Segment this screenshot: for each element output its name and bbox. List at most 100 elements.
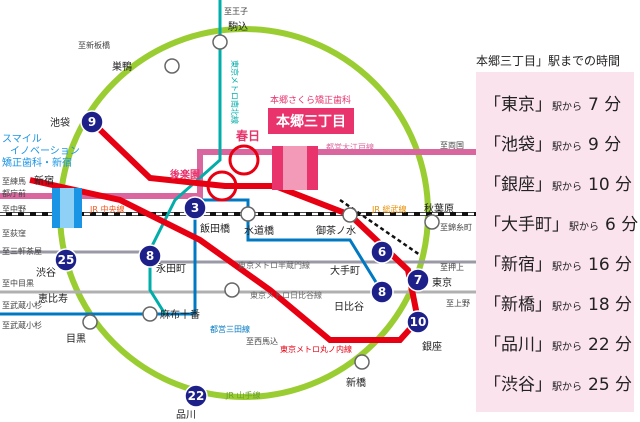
other-clinic-line2: イノベーション bbox=[10, 145, 80, 157]
station-nagatacho: 永田町 bbox=[156, 262, 186, 275]
badge-number-hibiya: 8 bbox=[378, 285, 386, 299]
line-label-chuo: JR 中央線 bbox=[89, 204, 124, 214]
badge-number-ikebukuro: 9 bbox=[88, 115, 96, 129]
dir-kinshicho: 至錦糸町 bbox=[440, 222, 472, 232]
badge-otemachi bbox=[370, 240, 394, 264]
dir-tochomae: 都庁前 bbox=[2, 188, 26, 198]
dir-ogikubo: 至荻窪 bbox=[2, 228, 26, 238]
badge-number-shinagawa: 22 bbox=[188, 389, 205, 403]
hanzomon-dot bbox=[224, 282, 240, 298]
line-label-marunouchi: 東京メトロ丸ノ内線 bbox=[280, 344, 352, 354]
station-iidabashi: 飯田橋 bbox=[200, 222, 230, 235]
clinic-label-box bbox=[268, 108, 354, 134]
time-row: 「東京」駅から 7 分 bbox=[484, 90, 621, 120]
time-station: 「大手町」 bbox=[484, 215, 569, 235]
line-label-hanzomon: 東京メトロ半蔵門線 bbox=[238, 260, 310, 270]
badge-number-tokyo: 7 bbox=[414, 273, 422, 287]
station-shimbashi: 新橋 bbox=[346, 376, 366, 389]
dir-musashikosugi1: 至武蔵小杉 bbox=[2, 300, 42, 310]
badge-number-ginza: 10 bbox=[410, 315, 427, 329]
station-ochanomizu: 御茶ノ水 bbox=[316, 224, 356, 237]
station-akihabara: 秋葉原 bbox=[424, 202, 454, 215]
time-station: 「新宿」 bbox=[484, 255, 552, 275]
station-suidobashi: 水道橋 bbox=[244, 224, 274, 237]
dir-oshiage: 至押上 bbox=[440, 262, 464, 272]
dir-nerima: 至練馬 bbox=[2, 176, 26, 186]
badge-number-iidabashi: 3 bbox=[191, 201, 199, 215]
line-label-yamanote: JR 山手線 bbox=[225, 390, 260, 400]
time-minutes: 16 分 bbox=[588, 255, 633, 275]
station-otemachi: 大手町 bbox=[330, 264, 360, 277]
time-minutes: 25 分 bbox=[588, 375, 633, 395]
line-label-sobu: JR 総武線 bbox=[371, 204, 406, 214]
time-station: 「東京」 bbox=[484, 95, 552, 115]
time-kara: 駅から bbox=[569, 222, 599, 233]
station-komagome: 駒込 bbox=[228, 21, 248, 33]
other-clinic-line3: 矯正歯科・新宿 bbox=[2, 156, 72, 169]
time-station: 「池袋」 bbox=[484, 135, 552, 155]
station-shinagawa: 品川 bbox=[176, 409, 196, 421]
station-hibiya: 日比谷 bbox=[334, 301, 364, 313]
station-korakuen: 後楽園 bbox=[170, 168, 200, 181]
time-station: 「渋谷」 bbox=[484, 375, 552, 395]
suidobashi-dot bbox=[240, 206, 256, 222]
dir-nakameguro: 至中目黒 bbox=[2, 278, 34, 288]
station-meguro: 目黒 bbox=[66, 333, 86, 345]
badge-ginza bbox=[406, 310, 430, 334]
time-minutes: 9 分 bbox=[588, 135, 622, 155]
time-row: 「池袋」駅から 9 分 bbox=[484, 130, 621, 160]
badge-tokyo bbox=[406, 268, 430, 292]
line-label-mita: 都営三田線 bbox=[210, 324, 250, 334]
clinic-name: 本郷三丁目 bbox=[276, 113, 346, 130]
badge-iidabashi bbox=[183, 196, 207, 220]
station-kasuga: 春日 bbox=[235, 128, 260, 143]
route-map: 本郷三丁目 本郷さくら矯正歯科 スマイル イノベーション 矯正歯科・新宿 9 3 2… bbox=[0, 0, 476, 421]
time-row: 「新橋」駅から 18 分 bbox=[484, 290, 632, 320]
station-tokyo: 東京 bbox=[432, 276, 452, 289]
station-azabujuban: 麻布十番 bbox=[160, 308, 200, 321]
badge-number-nagatacho: 8 bbox=[146, 249, 154, 263]
badge-number-otemachi: 6 bbox=[378, 245, 386, 259]
kasuga-ring bbox=[228, 144, 260, 176]
azabujuban-dot bbox=[142, 306, 158, 322]
time-station: 「品川」 bbox=[484, 335, 552, 355]
dir-sangenjaya: 至三軒茶屋 bbox=[2, 246, 42, 256]
time-row: 「渋谷」駅から 25 分 bbox=[484, 370, 632, 400]
time-kara: 駅から bbox=[552, 302, 582, 313]
time-minutes: 22 分 bbox=[588, 335, 633, 355]
nanboku-line bbox=[148, 0, 222, 315]
line-label-hibiya: 東京メトロ日比谷線 bbox=[250, 290, 322, 300]
shimbashi-dot bbox=[354, 354, 370, 370]
badge-nagatacho bbox=[138, 244, 162, 268]
clinic-caption: 本郷さくら矯正歯科 bbox=[270, 94, 351, 106]
sugamo-dot bbox=[164, 58, 180, 74]
badge-hibiya bbox=[370, 280, 394, 304]
station-ginza: 銀座 bbox=[422, 340, 442, 353]
dir-nakano: 至中野 bbox=[2, 204, 26, 214]
time-kara: 駅から bbox=[552, 342, 582, 353]
dir-shinitabashi: 至新板橋 bbox=[78, 40, 110, 50]
line-label-nanboku: 東京メトロ南北線 bbox=[230, 60, 240, 124]
station-shinjuku: 新宿 bbox=[34, 174, 54, 187]
time-minutes: 18 分 bbox=[588, 295, 633, 315]
time-kara: 駅から bbox=[552, 102, 582, 113]
time-station: 「新橋」 bbox=[484, 295, 552, 315]
time-kara: 駅から bbox=[552, 382, 582, 393]
badge-shinjuku bbox=[54, 248, 78, 272]
dir-ryogoku: 至両国 bbox=[440, 141, 464, 150]
dir-musashikosugi2: 至武蔵小杉 bbox=[2, 320, 42, 330]
station-ikebukuro: 池袋 bbox=[50, 116, 70, 129]
akihabara-dot bbox=[424, 214, 440, 230]
ebisu-dot bbox=[82, 314, 98, 330]
station-ebisu: 恵比寿 bbox=[38, 292, 68, 305]
korakuen-ring bbox=[206, 170, 238, 202]
other-clinic-line1: スマイル bbox=[2, 134, 42, 145]
time-minutes: 7 分 bbox=[588, 95, 622, 115]
panel-title: 本郷三丁目」駅までの時間 bbox=[476, 54, 621, 68]
time-kara: 駅から bbox=[552, 142, 582, 153]
station-sugamo: 巣鴨 bbox=[112, 60, 132, 73]
